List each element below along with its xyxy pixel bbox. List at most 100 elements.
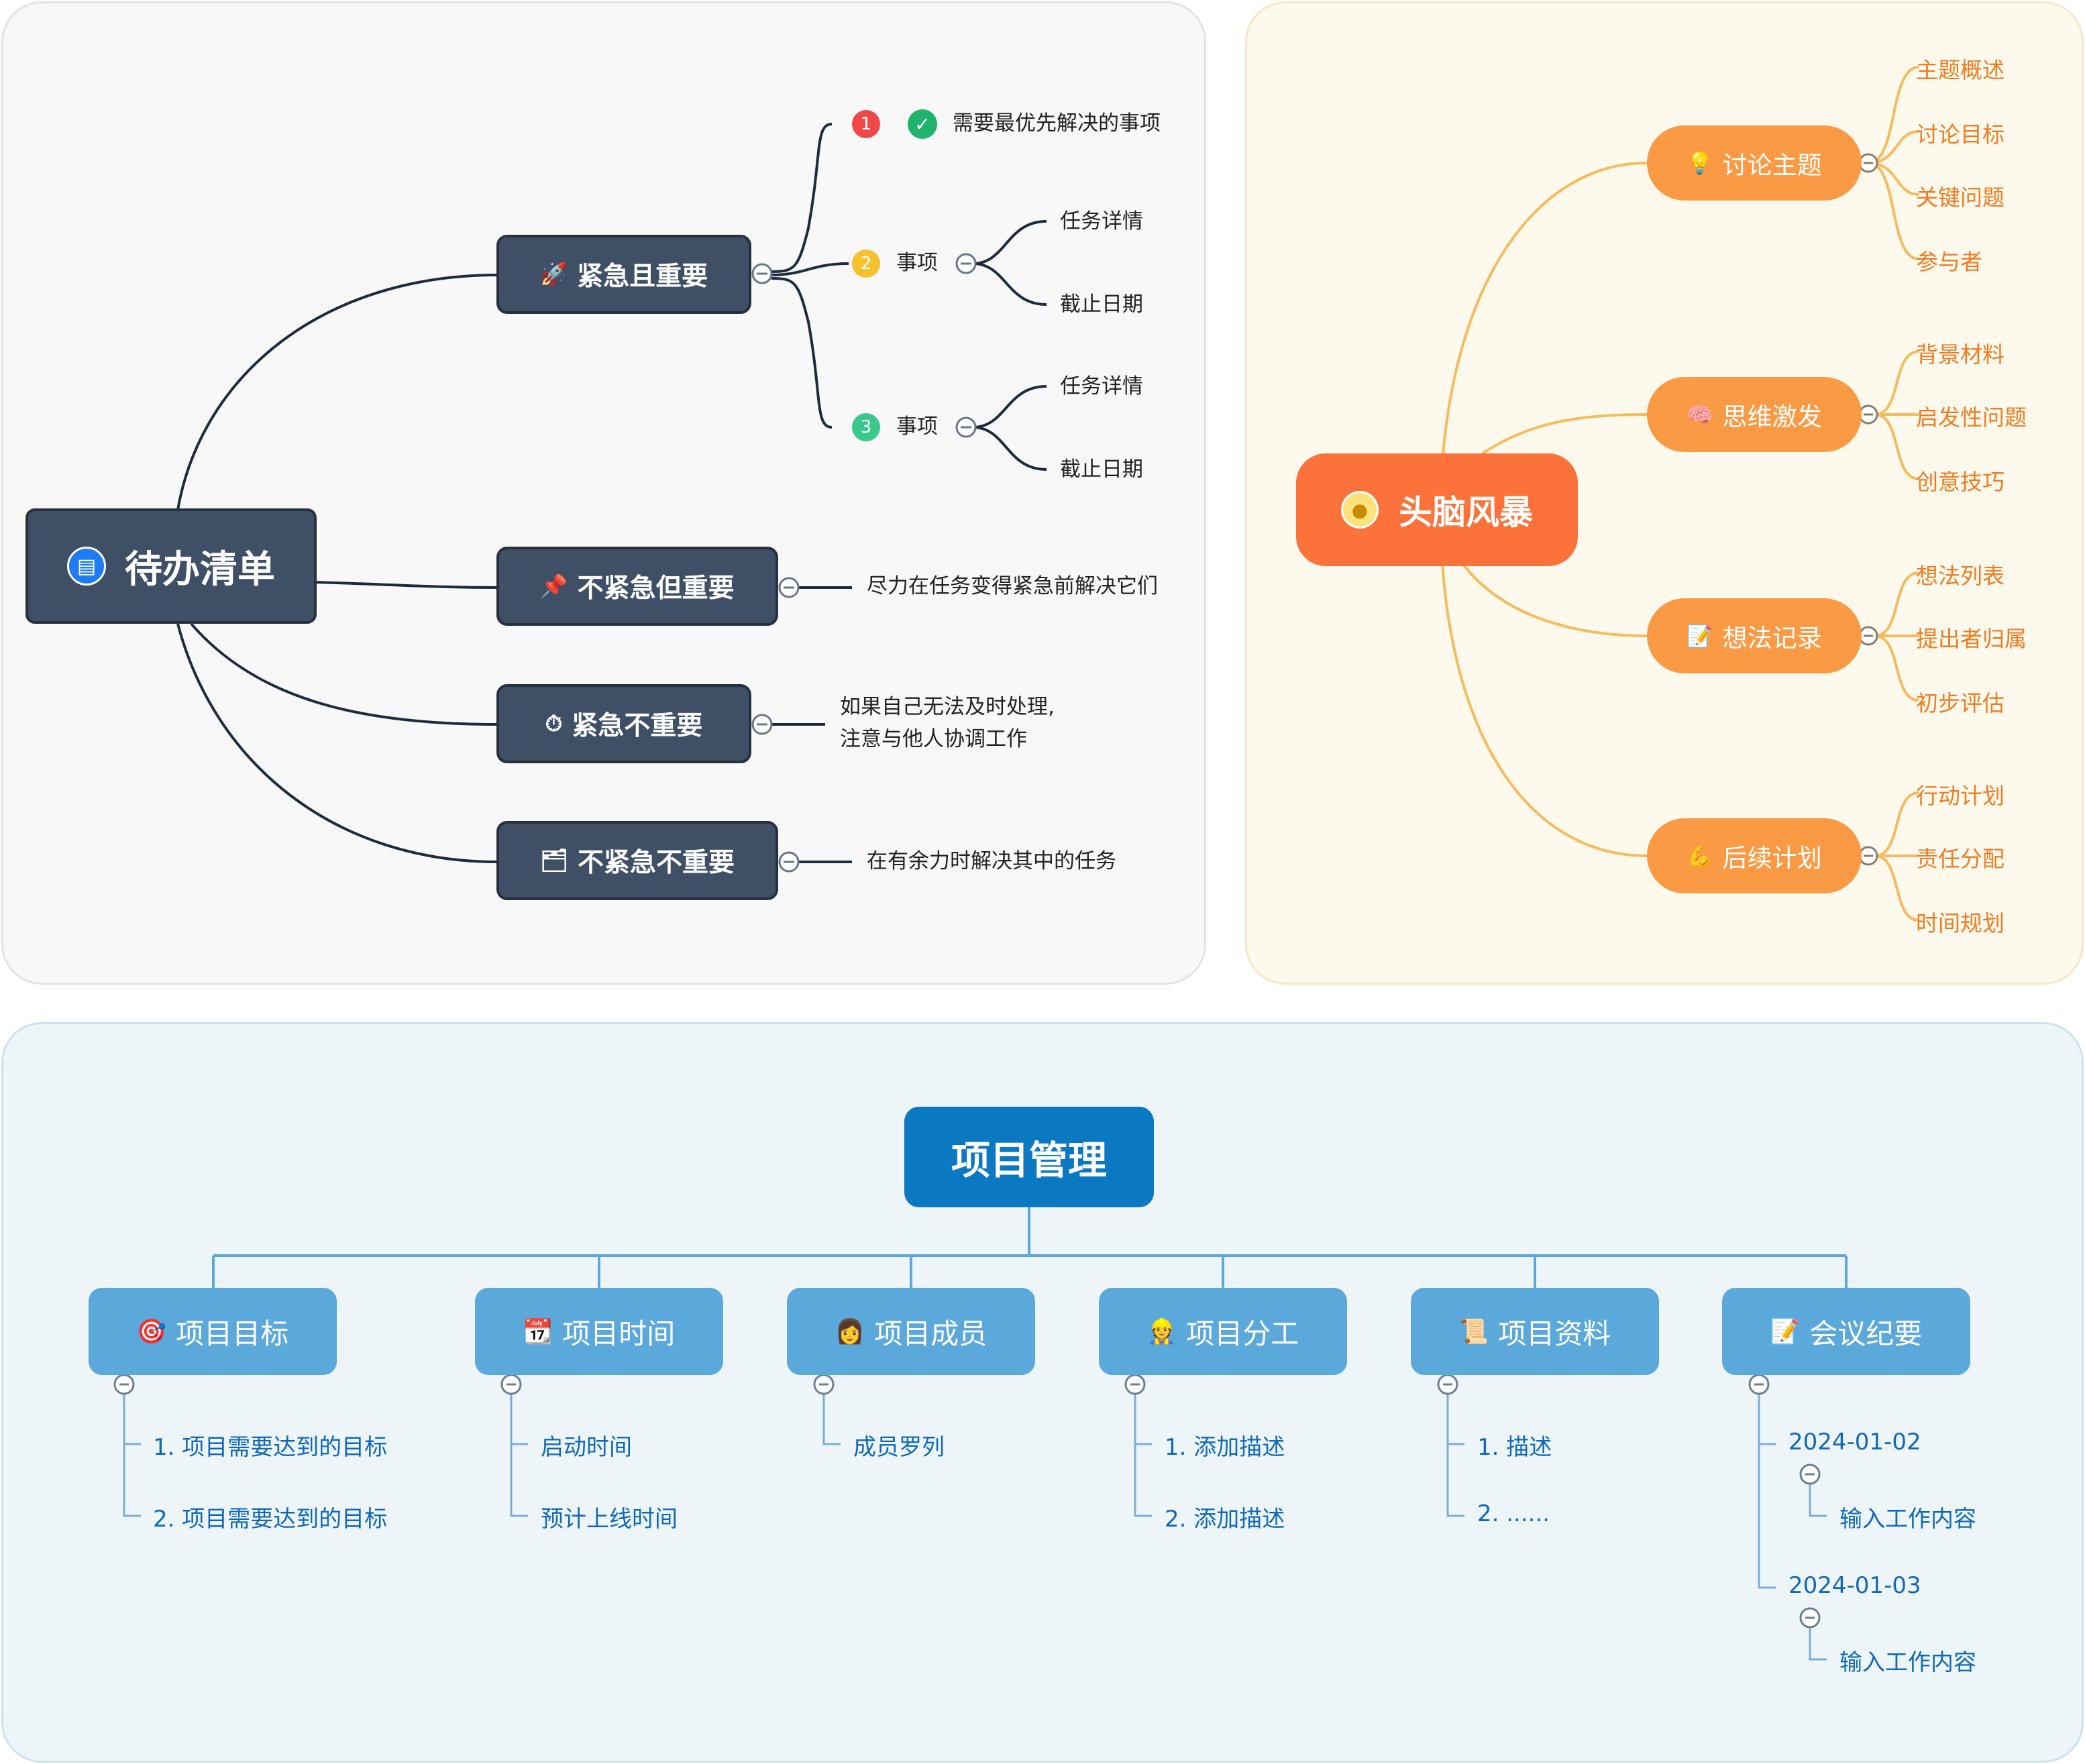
todo-branch-urgent-important[interactable]: 🚀 紧急且重要 — [496, 235, 751, 314]
pushpin-icon: 📌 — [540, 573, 568, 599]
project-branch-label: 项目分工 — [1186, 1317, 1299, 1350]
brainstorm-branch-stimulation[interactable]: 🧠 思维激发 — [1647, 377, 1862, 452]
brainstorm-leaf[interactable]: 时间规划 — [1916, 910, 2004, 936]
project-branch-label: 项目资料 — [1498, 1317, 1611, 1350]
brainstorm-leaf[interactable]: 想法列表 — [1916, 563, 2004, 589]
priority-badge-1: 1 — [852, 110, 880, 138]
todo-connectors — [176, 123, 1047, 863]
meeting-date[interactable]: 2024-01-02 — [1788, 1429, 1921, 1455]
brainstorm-branch-label: 思维激发 — [1722, 402, 1822, 431]
project-leaf[interactable]: 2. 项目需要达到的目标 — [153, 1506, 388, 1533]
project-leaf[interactable]: 1. 添加描述 — [1165, 1434, 1285, 1461]
brainstorm-branch-label: 讨论主题 — [1722, 151, 1822, 180]
todo-branch-urgent-not-important[interactable]: ⏱ 紧急不重要 — [496, 684, 751, 763]
brainstorm-leaf[interactable]: 创意技巧 — [1916, 469, 2004, 495]
todo-subitem-text[interactable]: 截止日期 — [1060, 457, 1143, 482]
stopwatch-icon: ⏱ — [545, 710, 563, 736]
target-icon: 🎯 — [136, 1318, 167, 1345]
todo-branch-label: 不紧急不重要 — [578, 848, 735, 878]
todo-item-text[interactable]: 事项 — [896, 251, 938, 275]
project-connectors — [212, 1207, 1848, 1288]
project-branch-goals[interactable]: 🎯 项目目标 — [89, 1288, 337, 1375]
check-icon: ✓ — [908, 109, 937, 139]
project-child-connectors — [123, 1388, 1827, 1661]
brainstorm-branch-ideas[interactable]: 📝 想法记录 — [1647, 598, 1862, 673]
brainstorm-leaf[interactable]: 责任分配 — [1916, 846, 2004, 872]
rocket-icon: 🚀 — [539, 261, 568, 287]
todo-panel — [1, 1, 1206, 985]
brainstorm-leaf[interactable]: 提出者归属 — [1916, 626, 2027, 652]
todo-subitem-text[interactable]: 任务详情 — [1060, 209, 1143, 233]
brainstorm-leaf[interactable]: 参与者 — [1916, 249, 1982, 275]
todo-note-text[interactable]: 在有余力时解决其中的任务 — [867, 849, 1116, 873]
project-branch-schedule[interactable]: 📆 项目时间 — [475, 1288, 723, 1375]
priority-badge-2: 2 — [852, 250, 880, 278]
brainstorm-leaf[interactable]: 关键问题 — [1916, 184, 2004, 211]
project-branch-label: 项目目标 — [176, 1317, 289, 1350]
brain-icon: 🧠 — [1687, 402, 1713, 427]
construction-worker-icon: 👷 — [1146, 1318, 1177, 1345]
priority-badge-3: 3 — [852, 413, 880, 441]
brainstorm-branch-followup[interactable]: 💪 后续计划 — [1647, 818, 1862, 893]
brainstorm-root-node[interactable]: ● 头脑风暴 — [1296, 453, 1578, 566]
calendar-icon: 📆 — [523, 1318, 553, 1345]
todo-note-text-line2[interactable]: 注意与他人协调工作 — [840, 727, 1027, 751]
project-collapse-toggles — [113, 1374, 1821, 1629]
todo-branch-label: 紧急且重要 — [577, 262, 708, 292]
flexed-arm-icon: 💪 — [1687, 844, 1713, 869]
brainstorm-root-label: 头脑风暴 — [1399, 493, 1533, 532]
project-branch-label: 项目时间 — [562, 1317, 676, 1350]
todo-subitem-text[interactable]: 任务详情 — [1060, 374, 1143, 398]
project-branch-label: 项目成员 — [874, 1317, 987, 1350]
todo-item-text[interactable]: 事项 — [896, 415, 938, 439]
todo-root-label: 待办清单 — [125, 547, 275, 592]
project-leaf[interactable]: 2. ...... — [1477, 1500, 1550, 1527]
project-branch-minutes[interactable]: 📝 会议纪要 — [1722, 1288, 1970, 1375]
meeting-content[interactable]: 输入工作内容 — [1839, 1506, 1976, 1533]
todo-collapse-toggles — [751, 253, 977, 873]
project-branch-members[interactable]: 👩 项目成员 — [787, 1288, 1035, 1375]
meeting-date[interactable]: 2024-01-03 — [1788, 1572, 1921, 1599]
todo-note-text-line1[interactable]: 如果自己无法及时处理, — [840, 695, 1055, 719]
scroll-icon: 📜 — [1458, 1318, 1489, 1345]
project-branch-division[interactable]: 👷 项目分工 — [1099, 1288, 1347, 1375]
brainstorm-collapse-toggles — [1858, 153, 1878, 866]
lightbulb-icon: ● — [1341, 491, 1379, 529]
todo-subitem-text[interactable]: 截止日期 — [1060, 292, 1143, 317]
project-leaf[interactable]: 成员罗列 — [853, 1434, 945, 1461]
project-branch-materials[interactable]: 📜 项目资料 — [1411, 1288, 1659, 1375]
project-leaf[interactable]: 预计上线时间 — [541, 1506, 678, 1533]
project-leaf[interactable]: 2. 添加描述 — [1165, 1506, 1285, 1533]
todo-note-text[interactable]: 尽力在任务变得紧急前解决它们 — [867, 574, 1158, 598]
brainstorm-leaf[interactable]: 背景材料 — [1916, 341, 2004, 368]
todo-root-node[interactable]: ▤ 待办清单 — [25, 508, 317, 624]
project-leaf[interactable]: 启动时间 — [541, 1434, 632, 1461]
project-branch-label: 会议纪要 — [1809, 1317, 1923, 1350]
brainstorm-leaf[interactable]: 初步评估 — [1916, 690, 2004, 716]
brainstorm-branch-label: 后续计划 — [1722, 844, 1822, 873]
todo-item-text[interactable]: 需要最优先解决的事项 — [953, 111, 1161, 135]
project-root-label: 项目管理 — [951, 1138, 1107, 1183]
todo-branch-label: 不紧急但重要 — [577, 573, 735, 604]
brainstorm-connectors — [1441, 66, 1919, 922]
person-icon: 👩 — [835, 1318, 865, 1345]
project-leaf[interactable]: 1. 项目需要达到的目标 — [153, 1434, 388, 1461]
brainstorm-branch-topic[interactable]: 💡 讨论主题 — [1647, 125, 1862, 201]
todo-branch-neither[interactable]: 🗂 不紧急不重要 — [496, 821, 778, 900]
lightbulb-icon: 💡 — [1687, 151, 1713, 176]
clipboard-icon: ▤ — [67, 547, 106, 586]
card-box-icon: 🗂 — [539, 847, 569, 873]
brainstorm-leaf[interactable]: 讨论目标 — [1916, 121, 2004, 148]
memo-icon: 📝 — [1770, 1318, 1801, 1345]
todo-branch-important-not-urgent[interactable]: 📌 不紧急但重要 — [496, 547, 778, 626]
brainstorm-branch-label: 想法记录 — [1722, 624, 1822, 653]
brainstorm-leaf[interactable]: 主题概述 — [1916, 57, 2004, 83]
project-root-node[interactable]: 项目管理 — [904, 1107, 1154, 1207]
todo-branch-label: 紧急不重要 — [572, 711, 703, 741]
meeting-content[interactable]: 输入工作内容 — [1839, 1649, 1976, 1676]
brainstorm-leaf[interactable]: 启发性问题 — [1916, 404, 2027, 431]
memo-icon: 📝 — [1687, 624, 1713, 649]
brainstorm-leaf[interactable]: 行动计划 — [1916, 783, 2004, 809]
project-leaf[interactable]: 1. 描述 — [1477, 1434, 1552, 1461]
